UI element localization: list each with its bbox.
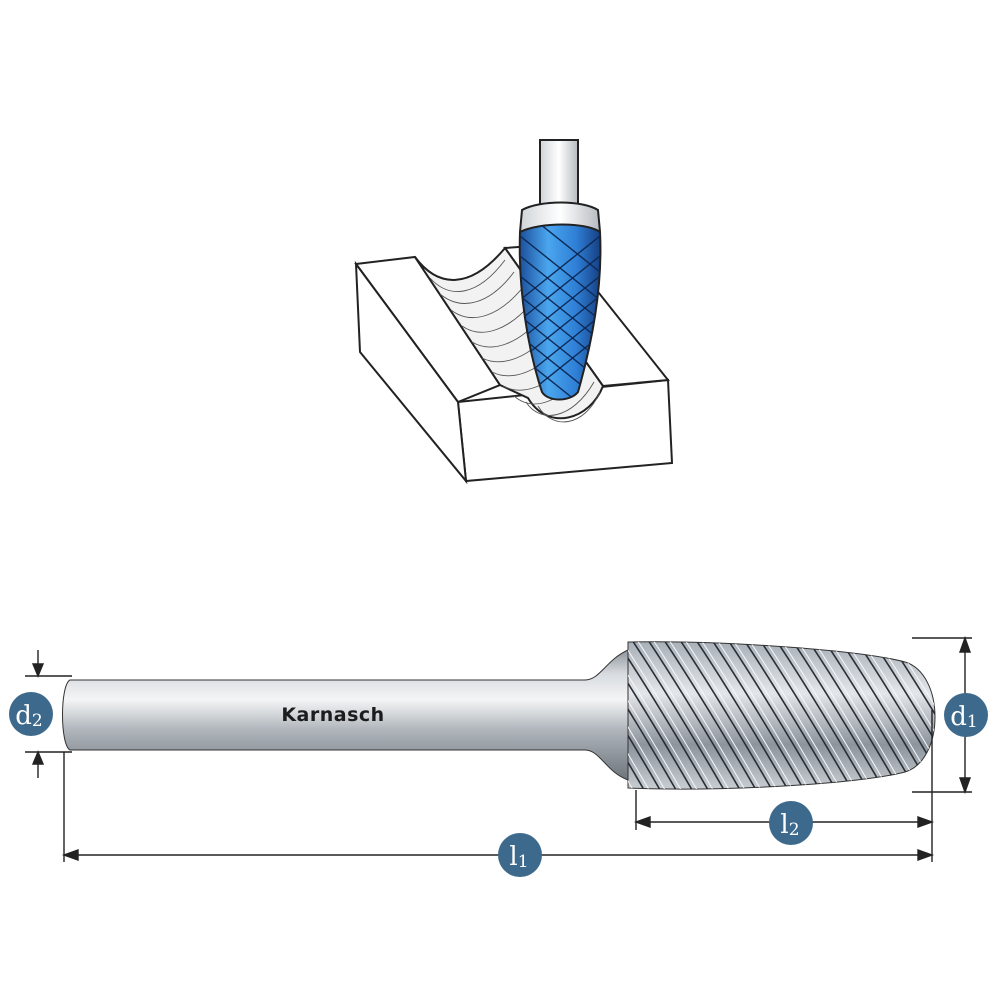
svg-text:l1: l1: [509, 842, 528, 872]
cutting-flute-highlight: [652, 641, 749, 790]
cutting-flute-highlight: [636, 641, 733, 790]
dimension-arrow: [959, 777, 971, 795]
cutting-flute: [647, 641, 744, 790]
cutting-flute-highlight: [628, 641, 669, 790]
bur-shank: [62, 649, 629, 781]
cutting-flute-highlight: [732, 641, 829, 790]
cutting-flute: [628, 641, 712, 790]
cutting-flute-highlight: [989, 640, 1000, 795]
brand-label: Karnasch: [281, 704, 384, 726]
circle-dimension-badge: [944, 693, 988, 737]
svg-text:d1: d1: [950, 702, 977, 732]
dimension-arrow: [917, 849, 935, 861]
bur-cutting-head: [627, 641, 936, 790]
cutting-flute: [679, 641, 776, 790]
cutting-flute-highlight: [668, 641, 765, 790]
dimension-arrow: [31, 663, 45, 678]
cutting-flute-highlight: [796, 641, 893, 790]
cutting-flute-highlight: [628, 641, 717, 790]
cutting-flute: [628, 641, 664, 790]
dimension-arrow: [633, 816, 651, 828]
cutting-flute: [695, 641, 792, 790]
cutting-flute-highlight: [716, 641, 813, 790]
cutting-flute-highlight: [748, 641, 845, 790]
workpiece-left-face: [354, 260, 468, 485]
cutting-flute: [759, 641, 856, 790]
top-bur-shank: [539, 139, 579, 211]
circle-dimension-badge: [9, 692, 53, 736]
cutting-flute: [631, 641, 728, 790]
cutting-flute: [711, 641, 808, 790]
dimension-arrow: [61, 849, 79, 861]
cutting-flute-highlight: [628, 641, 701, 790]
dimension-arrow: [959, 635, 971, 653]
svg-text:d2: d2: [15, 701, 42, 731]
badge-l2: l2: [769, 801, 813, 845]
cutting-flute: [628, 641, 696, 790]
circle-dimension-badge: [498, 833, 542, 877]
svg-text:l2: l2: [780, 810, 799, 840]
top-bur-cutting-head: [518, 223, 602, 401]
top-bur: [518, 139, 602, 401]
badge-d2: d2: [9, 692, 53, 736]
workpiece-illustration: [354, 242, 674, 485]
dimension-arrow: [31, 750, 45, 765]
dimension-arrow: [917, 816, 935, 828]
badge-l1: l1: [498, 833, 542, 877]
circle-dimension-badge: [769, 801, 813, 845]
cutting-flute-highlight: [812, 641, 909, 790]
cutting-flute: [727, 641, 824, 790]
cutting-flute-highlight: [764, 641, 861, 790]
cutting-flute: [743, 641, 840, 790]
bur-drawing: Karnasch: [62, 640, 1000, 795]
cutting-flute: [775, 641, 872, 790]
badge-d1: d1: [944, 693, 988, 737]
cutting-flute: [807, 641, 904, 790]
cutting-flute: [628, 641, 648, 790]
cutting-flute: [628, 641, 680, 790]
cutting-flute-highlight: [628, 641, 685, 790]
cutting-flute: [791, 641, 888, 790]
cutting-flute-highlight: [684, 641, 781, 790]
cutting-flute-highlight: [780, 641, 877, 790]
cutting-flute-highlight: [700, 641, 797, 790]
cutting-flute: [663, 641, 760, 790]
cutting-flute-highlight: [628, 641, 653, 790]
